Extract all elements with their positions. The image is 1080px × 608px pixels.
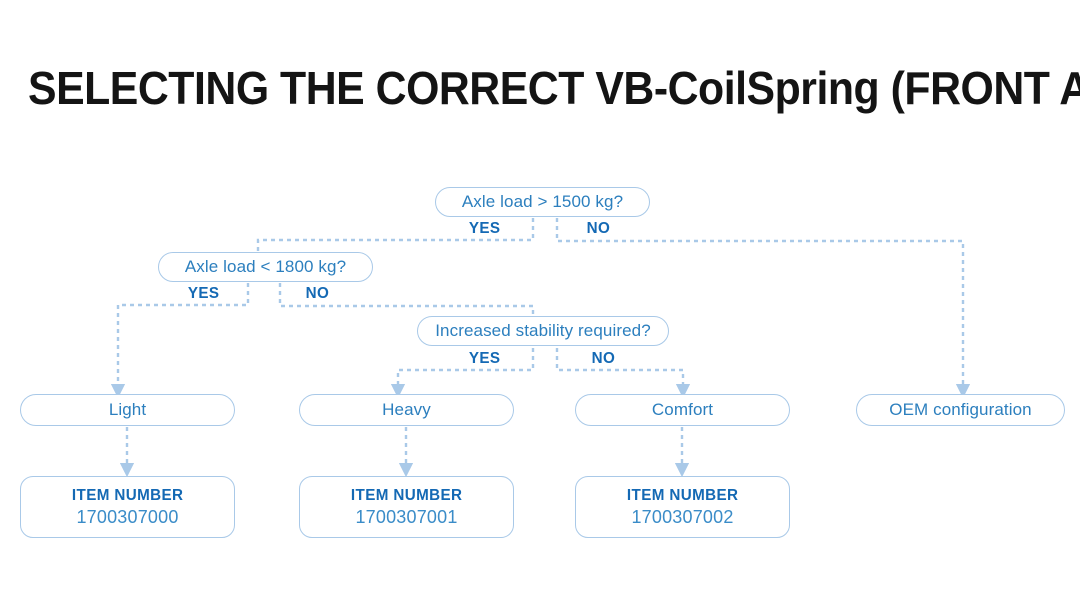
item-number-caption: ITEM NUMBER bbox=[626, 486, 739, 504]
edge-d3-yes-to-heavy bbox=[390, 348, 535, 399]
item-number-caption: ITEM NUMBER bbox=[71, 486, 184, 504]
branch-label-d2-yes: YES bbox=[187, 285, 220, 302]
branch-label-d1-no: NO bbox=[586, 220, 611, 237]
edge-d2-yes-to-light bbox=[110, 283, 250, 399]
result-node-oem-configuration[interactable]: OEM configuration bbox=[856, 394, 1065, 426]
result-label: Comfort bbox=[651, 400, 714, 419]
branch-label-d3-no: NO bbox=[591, 350, 616, 367]
decision-node-increased-stability[interactable]: Increased stability required? bbox=[417, 316, 669, 346]
result-label: Light bbox=[108, 400, 147, 419]
item-number-box-light[interactable]: ITEM NUMBER 1700307000 bbox=[20, 476, 235, 538]
result-node-comfort[interactable]: Comfort bbox=[575, 394, 790, 426]
result-label: Heavy bbox=[382, 400, 431, 419]
branch-label-d2-no: NO bbox=[305, 285, 330, 302]
decision-label: Increased stability required? bbox=[435, 321, 651, 340]
item-number-caption: ITEM NUMBER bbox=[350, 486, 463, 504]
edge-d1-no-to-oem bbox=[555, 218, 971, 399]
item-number-value: 1700307002 bbox=[631, 506, 734, 527]
result-node-heavy[interactable]: Heavy bbox=[299, 394, 514, 426]
branch-label-d1-yes: YES bbox=[468, 220, 501, 237]
result-node-light[interactable]: Light bbox=[20, 394, 235, 426]
decision-label: Axle load < 1800 kg? bbox=[184, 257, 347, 276]
decision-label: Axle load > 1500 kg? bbox=[461, 192, 624, 211]
edge-d3-no-to-comfort bbox=[555, 348, 691, 399]
decision-node-axle-load-1500[interactable]: Axle load > 1500 kg? bbox=[435, 187, 650, 217]
item-number-box-comfort[interactable]: ITEM NUMBER 1700307002 bbox=[575, 476, 790, 538]
page-title: SELECTING THE CORRECT VB-CoilSpring (FRO… bbox=[28, 62, 1080, 114]
decision-node-axle-load-1800[interactable]: Axle load < 1800 kg? bbox=[158, 252, 373, 282]
item-number-box-heavy[interactable]: ITEM NUMBER 1700307001 bbox=[299, 476, 514, 538]
result-label: OEM configuration bbox=[889, 400, 1032, 419]
item-number-value: 1700307000 bbox=[76, 506, 179, 527]
edge-d2-no-to-d3 bbox=[278, 283, 535, 316]
item-number-value: 1700307001 bbox=[355, 506, 458, 527]
edge-d1-yes-to-d2 bbox=[256, 218, 535, 251]
branch-label-d3-yes: YES bbox=[468, 350, 501, 367]
